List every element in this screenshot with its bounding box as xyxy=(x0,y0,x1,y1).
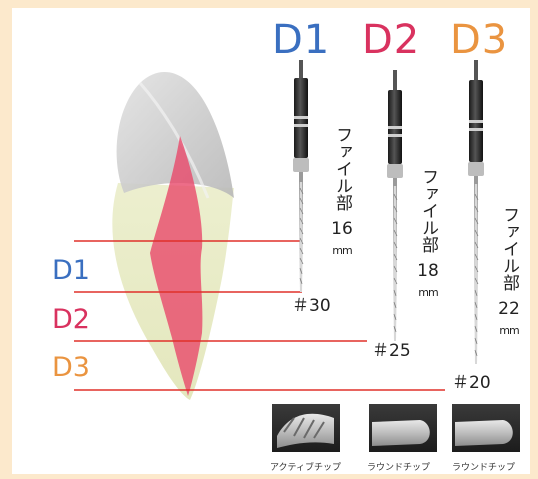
file-length-unit: mm xyxy=(330,241,354,261)
side-label-d3: D3 xyxy=(52,354,90,381)
header-d2-label: D2 xyxy=(362,17,420,63)
side-label-d2: D2 xyxy=(52,306,90,333)
file-length-unit: mm xyxy=(497,321,521,341)
file-length-label-d2: ファイル部 18 mm xyxy=(416,168,440,303)
file-length-value: 22 xyxy=(497,299,521,319)
file-length-value: 18 xyxy=(416,261,440,281)
tip-caption-active: アクティブチップ xyxy=(270,460,341,473)
file-tip-photo xyxy=(452,404,520,452)
side-label-d1: D1 xyxy=(52,257,90,284)
header-d3-label: D3 xyxy=(450,17,508,63)
diagram-panel: D1 D2 D3 D1 D2 D3 ファイル部 16 mm ファイル部 18 m… xyxy=(12,8,530,474)
endodontic-file-icon xyxy=(468,60,484,364)
tip-caption-round-2: ラウンドチップ xyxy=(452,460,515,473)
diagram-graphics xyxy=(12,8,530,474)
endodontic-file-icon xyxy=(387,70,403,341)
header-d1-label: D1 xyxy=(272,17,330,63)
file-length-unit: mm xyxy=(416,283,440,303)
tip-caption-round-1: ラウンドチップ xyxy=(367,460,430,473)
tip-size-d2: ＃25 xyxy=(372,342,411,360)
file-part-text: ファイル部 xyxy=(418,168,438,253)
tip-size-d3: ＃20 xyxy=(452,374,491,392)
header-d1: D1 xyxy=(272,20,330,60)
file-tip-photo xyxy=(272,404,340,452)
file-tip-photo xyxy=(369,404,437,452)
header-d2: D2 xyxy=(362,20,420,60)
tip-size-d1: ＃30 xyxy=(292,297,331,315)
file-length-value: 16 xyxy=(330,219,354,239)
file-part-text: ファイル部 xyxy=(332,126,352,211)
file-length-label-d1: ファイル部 16 mm xyxy=(330,126,354,261)
file-length-label-d3: ファイル部 22 mm xyxy=(497,206,521,341)
endodontic-file-icon xyxy=(293,60,309,292)
header-d3: D3 xyxy=(450,20,508,60)
file-part-text: ファイル部 xyxy=(499,206,519,291)
tooth-illustration xyxy=(112,72,234,400)
